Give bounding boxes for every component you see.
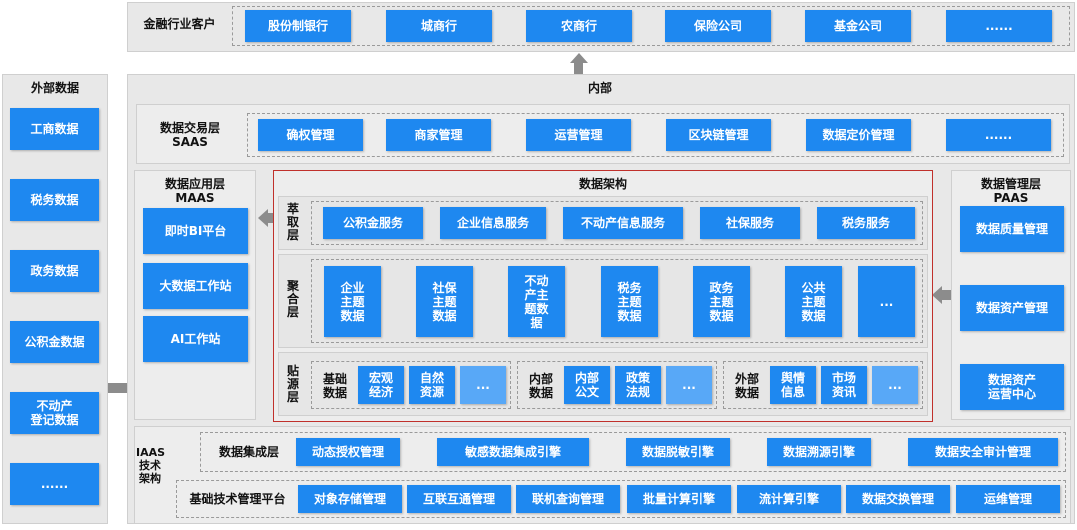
integration-item[interactable]: 数据溯源引擎 <box>767 438 871 466</box>
external-data-item[interactable]: 不动产 登记数据 <box>10 392 99 434</box>
top-client-item[interactable]: 保险公司 <box>665 10 771 42</box>
maas-item[interactable]: 即时BI平台 <box>143 208 248 254</box>
internal-title: 内部 <box>587 81 612 95</box>
top-client-item[interactable]: 股份制银行 <box>245 10 351 42</box>
source-item[interactable]: 自然 资源 <box>409 366 455 404</box>
source-layer-label: 贴 源 层 <box>286 364 299 404</box>
integration-label: 数据集成层 <box>218 445 279 459</box>
maas-label: 数据应用层 MAAS <box>164 177 225 205</box>
maas-arrow-icon <box>258 209 268 227</box>
up-arrow-shaft <box>574 62 583 74</box>
platform-item[interactable]: 运维管理 <box>956 485 1060 513</box>
maas-arrow-shaft <box>267 213 275 223</box>
source-item[interactable]: 宏观 经济 <box>358 366 404 404</box>
external-data-item[interactable]: 政务数据 <box>10 250 99 292</box>
saas-label: 数据交易层 SAAS <box>159 121 220 149</box>
source-group-basic-label: 基础 数据 <box>322 372 347 400</box>
maas-item[interactable]: AI工作站 <box>143 316 248 362</box>
extract-item[interactable]: 社保服务 <box>700 207 800 239</box>
extract-item[interactable]: 税务服务 <box>817 207 915 239</box>
external-data-item[interactable]: 税务数据 <box>10 179 99 221</box>
aggregate-layer-dash <box>311 259 923 343</box>
aggregate-item[interactable]: 政务 主题 数据 <box>693 266 750 337</box>
aggregate-item[interactable]: 企业 主题 数据 <box>324 266 381 337</box>
saas-item[interactable]: 数据定价管理 <box>806 119 911 151</box>
saas-item[interactable]: 商家管理 <box>386 119 491 151</box>
aggregate-item[interactable]: 公共 主题 数据 <box>785 266 842 337</box>
maas-item[interactable]: 大数据工作站 <box>143 263 248 309</box>
source-item[interactable]: ... <box>872 366 918 404</box>
source-item[interactable]: 舆情 信息 <box>770 366 816 404</box>
platform-item[interactable]: 流计算引擎 <box>737 485 841 513</box>
source-group-internal-dash <box>517 361 717 409</box>
aggregate-item[interactable]: ... <box>858 266 915 337</box>
platform-item[interactable]: 批量计算引擎 <box>627 485 731 513</box>
aggregate-item[interactable]: 税务 主题 数据 <box>601 266 658 337</box>
integration-item[interactable]: 数据安全审计管理 <box>908 438 1058 466</box>
iaas-label: IAAS 技术 架构 <box>136 446 166 485</box>
platform-item[interactable]: 联机查询管理 <box>516 485 620 513</box>
up-arrow-icon <box>570 53 588 63</box>
source-group-internal-label: 内部 数据 <box>528 372 553 400</box>
top-client-dash <box>232 6 1070 46</box>
top-client-item[interactable]: 基金公司 <box>805 10 911 42</box>
external-data-title: 外部数据 <box>30 81 79 95</box>
top-client-item[interactable]: 城商行 <box>386 10 492 42</box>
paas-item[interactable]: 数据资产 运营中心 <box>960 364 1064 410</box>
top-client-item[interactable]: ...... <box>946 10 1052 42</box>
saas-dash <box>247 113 1064 157</box>
paas-item[interactable]: 数据资产管理 <box>960 285 1064 331</box>
extract-item[interactable]: 企业信息服务 <box>440 207 546 239</box>
source-item[interactable]: ... <box>666 366 712 404</box>
external-data-item[interactable]: 公积金数据 <box>10 321 99 363</box>
saas-item[interactable]: 区块链管理 <box>666 119 771 151</box>
extract-layer-dash <box>311 201 923 245</box>
platform-dash <box>176 480 1066 518</box>
data-architecture-title: 数据架构 <box>578 177 627 191</box>
aggregate-layer-label: 聚 合 层 <box>286 279 299 319</box>
platform-item[interactable]: 对象存储管理 <box>298 485 402 513</box>
saas-item[interactable]: 运营管理 <box>526 119 631 151</box>
source-group-external-label: 外部 数据 <box>734 372 759 400</box>
external-data-item[interactable]: ...... <box>10 463 99 505</box>
source-item[interactable]: 政策 法规 <box>615 366 661 404</box>
aggregate-item[interactable]: 社保 主题 数据 <box>416 266 473 337</box>
saas-item[interactable]: ...... <box>946 119 1051 151</box>
paas-arrow-shaft <box>941 290 951 300</box>
source-item[interactable]: ... <box>460 366 506 404</box>
external-data-item[interactable]: 工商数据 <box>10 108 99 150</box>
platform-label: 基础技术管理平台 <box>189 492 286 506</box>
platform-item[interactable]: 数据交换管理 <box>846 485 950 513</box>
integration-item[interactable]: 动态授权管理 <box>296 438 400 466</box>
aggregate-item[interactable]: 不动 产主 题数 据 <box>508 266 565 337</box>
top-client-label: 金融行业客户 <box>143 17 216 31</box>
source-item[interactable]: 市场 资讯 <box>821 366 867 404</box>
paas-item[interactable]: 数据质量管理 <box>960 206 1064 252</box>
extract-layer-label: 萃 取 层 <box>286 202 299 242</box>
paas-label: 数据管理层 PAAS <box>980 177 1041 205</box>
source-group-external-dash <box>723 361 923 409</box>
top-client-item[interactable]: 农商行 <box>526 10 632 42</box>
platform-item[interactable]: 互联互通管理 <box>407 485 511 513</box>
source-group-basic-dash <box>311 361 511 409</box>
integration-dash <box>200 432 1066 472</box>
paas-arrow-icon <box>932 286 942 304</box>
integration-item[interactable]: 敏感数据集成引擎 <box>437 438 589 466</box>
saas-item[interactable]: 确权管理 <box>258 119 363 151</box>
integration-item[interactable]: 数据脱敏引擎 <box>626 438 730 466</box>
source-item[interactable]: 内部 公文 <box>564 366 610 404</box>
extract-item[interactable]: 公积金服务 <box>323 207 423 239</box>
extract-item[interactable]: 不动产信息服务 <box>563 207 683 239</box>
